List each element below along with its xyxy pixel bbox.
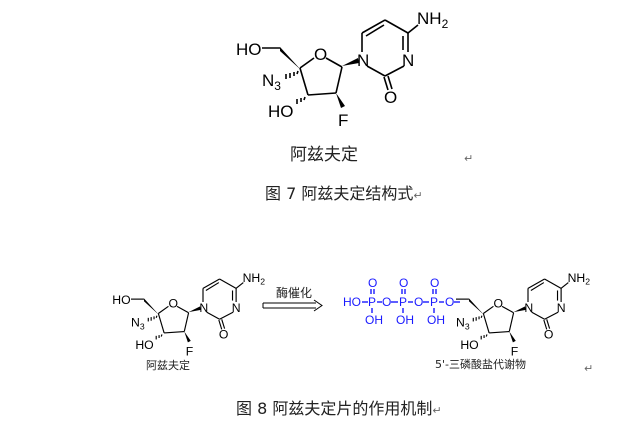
- atom-ho-bottom: HO: [135, 338, 153, 352]
- atom-ring-o: O: [493, 297, 503, 311]
- azvudine-structure: HO O N N O NH2 N3 HO F: [236, 9, 449, 130]
- svg-text:O: O: [414, 295, 423, 309]
- arrow-label: 酶催化: [276, 285, 312, 300]
- atom-ring-o: O: [314, 45, 327, 64]
- atom-ho-top: HO: [112, 293, 130, 307]
- atom-fluorine: F: [511, 344, 518, 358]
- reactant-name: 阿兹夫定: [146, 359, 190, 372]
- atom-fluorine: F: [338, 111, 348, 130]
- figure7-compound-name: 阿兹夫定: [290, 145, 358, 165]
- product-name: 5'-三磷酸盐代谢物: [435, 358, 526, 371]
- atom-n1: N: [199, 301, 208, 315]
- atom-n3: N: [402, 51, 414, 70]
- paragraph-mark: ↵: [584, 362, 594, 375]
- svg-text:OH: OH: [427, 313, 445, 327]
- atom-ho-bottom: HO: [268, 102, 294, 121]
- triphosphate-chain: HO P O P O P O O O O OH OH OH: [343, 276, 460, 327]
- atom-azide: N3: [131, 315, 145, 331]
- svg-text:O: O: [368, 276, 377, 290]
- azvudine-reactant-structure: HO O N N O NH2 N3 HO F: [112, 271, 265, 358]
- atom-n1: N: [524, 301, 533, 315]
- svg-text:OH: OH: [396, 313, 414, 327]
- atom-ho-top: HO: [236, 40, 262, 59]
- atom-amine: NH2: [417, 9, 449, 31]
- atom-ring-o: O: [168, 297, 178, 311]
- atom-amine: NH2: [243, 271, 266, 287]
- svg-text:OH: OH: [365, 313, 383, 327]
- svg-text:P: P: [399, 295, 407, 309]
- atom-amine: NH2: [568, 271, 591, 287]
- svg-text:O: O: [445, 295, 454, 309]
- atom-n3: N: [232, 301, 241, 315]
- atom-azide: N3: [262, 71, 281, 93]
- svg-text:O: O: [430, 276, 439, 290]
- atom-carbonyl-o: O: [384, 88, 397, 107]
- figure7-caption: 图 7 阿兹夫定结构式↵: [265, 184, 423, 203]
- reaction-arrow: [262, 299, 323, 312]
- atom-fluorine: F: [186, 344, 193, 358]
- atom-n3: N: [557, 301, 566, 315]
- svg-text:P: P: [368, 295, 376, 309]
- atom-carbonyl-o: O: [219, 328, 229, 342]
- atom-ho-bottom: HO: [460, 338, 478, 352]
- triphosphate-metabolite-nucleoside: O N N O NH2 N3 HO F: [456, 271, 590, 358]
- figure8-caption: 图 8 阿兹夫定片的作用机制↵: [236, 399, 442, 418]
- svg-text:P: P: [430, 295, 438, 309]
- atom-azide: N3: [456, 315, 470, 331]
- paragraph-mark: ↵: [464, 152, 474, 165]
- svg-text:O: O: [382, 295, 391, 309]
- svg-text:HO: HO: [343, 295, 361, 309]
- atom-n1: N: [357, 51, 369, 70]
- svg-text:O: O: [399, 276, 408, 290]
- atom-carbonyl-o: O: [544, 328, 554, 342]
